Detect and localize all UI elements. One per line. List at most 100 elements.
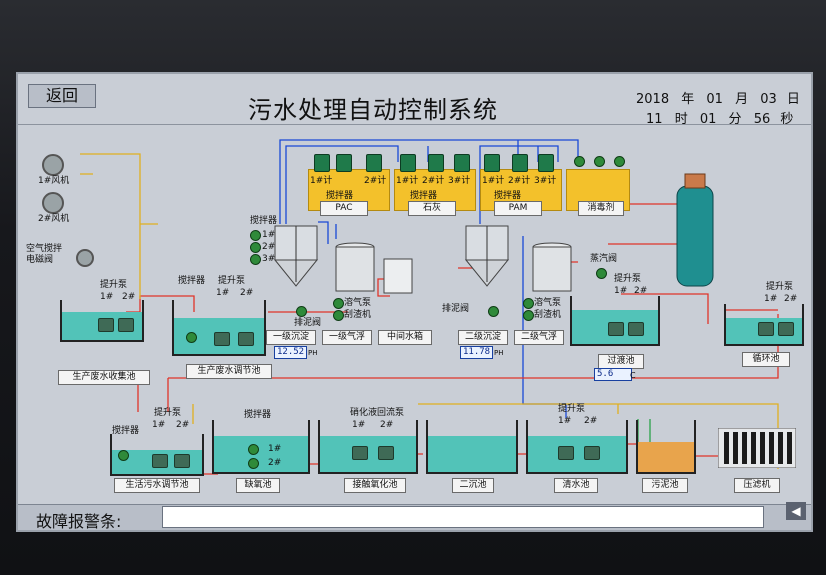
pam-mixer: 搅拌器 bbox=[494, 191, 522, 201]
mixer-3-icon[interactable] bbox=[250, 254, 261, 265]
pam-name: PAM bbox=[494, 201, 542, 216]
mixer-2-icon[interactable] bbox=[250, 242, 261, 253]
lift-pump-5-2: 2# bbox=[176, 420, 190, 430]
steam-valve-icon[interactable] bbox=[596, 268, 607, 279]
fan-1-icon[interactable] bbox=[42, 154, 64, 176]
steam-valve-label: 蒸汽阀 bbox=[590, 254, 618, 264]
time-display: 11 时 01 分 56 秒 bbox=[646, 108, 793, 127]
scraper-1-label: 刮渣机 bbox=[344, 310, 372, 320]
pam-meter-1: 1#计 bbox=[482, 176, 505, 186]
transit-box[interactable]: 过渡池 bbox=[598, 354, 644, 369]
dissolved-pump-2-icon[interactable] bbox=[523, 298, 534, 309]
sed1-box[interactable]: 一级沉淀 bbox=[266, 330, 316, 345]
prod-collect-box[interactable]: 生产废水收集池 bbox=[58, 370, 150, 385]
mid-tank-box[interactable]: 中间水箱 bbox=[378, 330, 432, 345]
disinfect-pump-2-icon[interactable] bbox=[594, 156, 605, 167]
anox-mixer-2-icon[interactable] bbox=[248, 458, 259, 469]
filter-press-icon[interactable] bbox=[718, 428, 796, 468]
lift-pump-2b-icon[interactable] bbox=[238, 332, 254, 346]
disinfect-pump-3-icon[interactable] bbox=[614, 156, 625, 167]
air-valve-icon[interactable] bbox=[76, 249, 94, 267]
lime-mixer: 搅拌器 bbox=[410, 191, 438, 201]
mixer-1-label: 1# bbox=[262, 230, 276, 240]
lift-pump-6a-icon[interactable] bbox=[558, 446, 574, 460]
pipe-blue-top bbox=[279, 139, 579, 224]
pam-motor-1-icon[interactable] bbox=[484, 154, 500, 172]
header-divider bbox=[18, 124, 811, 125]
scraper-2-icon[interactable] bbox=[523, 310, 534, 321]
lift-pump-4b-icon[interactable] bbox=[778, 322, 794, 336]
ph2-unit: PH bbox=[494, 349, 504, 357]
sec-sed-box[interactable]: 二沉池 bbox=[452, 478, 494, 493]
contact-ox-box[interactable]: 接触氧化池 bbox=[344, 478, 406, 493]
lift-pump-3-1: 1# bbox=[614, 286, 628, 296]
page-title: 污水处理自动控制系统 bbox=[248, 96, 498, 124]
nitri-pump-1: 1# bbox=[352, 420, 366, 430]
filter-press-box[interactable]: 压滤机 bbox=[734, 478, 780, 493]
back-button[interactable]: 返回 bbox=[28, 84, 96, 108]
alarm-label: 故障报警条: bbox=[36, 512, 122, 531]
lift-pump-2-label: 提升泵 bbox=[218, 276, 246, 286]
dissolved-pump-1-icon[interactable] bbox=[333, 298, 344, 309]
anox-mixer-2-label: 2# bbox=[268, 458, 282, 468]
lift-pump-1-label: 提升泵 bbox=[100, 280, 128, 290]
pam-motor-2-icon[interactable] bbox=[512, 154, 528, 172]
mixer-1-icon[interactable] bbox=[250, 230, 261, 241]
dissolved-pump-1-label: 溶气泵 bbox=[344, 298, 372, 308]
anox-mixer-1-label: 1# bbox=[268, 444, 282, 454]
nitri-pump-2-icon[interactable] bbox=[378, 446, 394, 460]
sed2-box[interactable]: 二级沉淀 bbox=[458, 330, 508, 345]
lift-pump-5b-icon[interactable] bbox=[174, 454, 190, 468]
lift-pump-4a-icon[interactable] bbox=[758, 322, 774, 336]
disinfect-pump-1-icon[interactable] bbox=[574, 156, 585, 167]
fan-2-icon[interactable] bbox=[42, 192, 64, 214]
temp-value: 5.6 bbox=[594, 368, 632, 381]
lime-meter-3: 3#计 bbox=[448, 176, 471, 186]
lime-motor-3-icon[interactable] bbox=[454, 154, 470, 172]
lift-pump-6b-icon[interactable] bbox=[584, 446, 600, 460]
sec-sed-tank bbox=[426, 420, 518, 474]
lift-pump-6-2: 2# bbox=[584, 416, 598, 426]
pam-motor-3-icon[interactable] bbox=[538, 154, 554, 172]
lift-pump-2a-icon[interactable] bbox=[214, 332, 230, 346]
alarm-message-field[interactable] bbox=[162, 506, 764, 528]
dom-adjust-box[interactable]: 生活污水调节池 bbox=[114, 478, 200, 493]
lift-pump-3b-icon[interactable] bbox=[628, 322, 644, 336]
pac-motor-1-icon[interactable] bbox=[314, 154, 330, 172]
fan-1-label: 1#风机 bbox=[38, 176, 70, 186]
lime-motor-1-icon[interactable] bbox=[400, 154, 416, 172]
prod-adjust-box[interactable]: 生产废水调节池 bbox=[186, 364, 272, 379]
mixer-dom-icon[interactable] bbox=[118, 450, 129, 461]
lift-pump-5a-icon[interactable] bbox=[152, 454, 168, 468]
float1-box[interactable]: 一级气浮 bbox=[322, 330, 372, 345]
anoxic-box[interactable]: 缺氧池 bbox=[236, 478, 280, 493]
lift-pump-1a-icon[interactable] bbox=[98, 318, 114, 332]
lime-motor-2-icon[interactable] bbox=[428, 154, 444, 172]
lift-pump-1-2: 2# bbox=[122, 292, 136, 302]
anox-mixer-1-icon[interactable] bbox=[248, 444, 259, 455]
scroll-arrow-icon[interactable]: ◀ bbox=[786, 502, 806, 520]
scraper-1-icon[interactable] bbox=[333, 310, 344, 321]
mixer-adj-label: 搅拌器 bbox=[178, 276, 206, 286]
mixer-adj-icon[interactable] bbox=[186, 332, 197, 343]
mixer-left-label: 搅拌器 bbox=[250, 216, 278, 226]
sludge-valve-1-icon[interactable] bbox=[296, 306, 307, 317]
sludge-valve-2-icon[interactable] bbox=[488, 306, 499, 317]
sludge-box[interactable]: 污泥池 bbox=[642, 478, 688, 493]
lift-pump-5-label: 提升泵 bbox=[154, 408, 182, 418]
nitri-pump-1-icon[interactable] bbox=[352, 446, 368, 460]
nitri-pump-label: 硝化液回流泵 bbox=[350, 408, 405, 418]
pac-meter-1: 1#计 bbox=[310, 176, 333, 186]
pipe-blue-left bbox=[318, 221, 337, 244]
lift-pump-4-2: 2# bbox=[784, 294, 798, 304]
pac-motor-3-icon[interactable] bbox=[366, 154, 382, 172]
float2-box[interactable]: 二级气浮 bbox=[514, 330, 564, 345]
lift-pump-1b-icon[interactable] bbox=[118, 318, 134, 332]
clear-box[interactable]: 清水池 bbox=[554, 478, 598, 493]
lift-pump-3a-icon[interactable] bbox=[608, 322, 624, 336]
lift-pump-4-label: 提升泵 bbox=[766, 282, 794, 292]
lift-pump-2-2: 2# bbox=[240, 288, 254, 298]
circulate-box[interactable]: 循环池 bbox=[742, 352, 790, 367]
clear-tank bbox=[526, 420, 628, 474]
pac-motor-2-icon[interactable] bbox=[336, 154, 352, 172]
